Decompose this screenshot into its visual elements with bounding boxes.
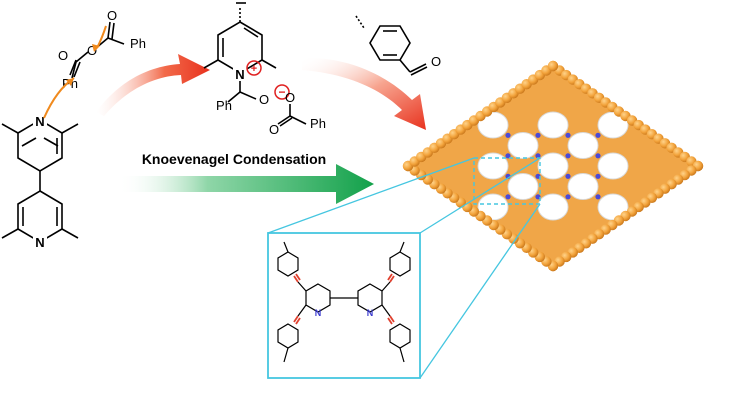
vinylene-linkages bbox=[293, 273, 395, 325]
n-pyridinium-mask bbox=[233, 67, 247, 81]
reaction-label: Knoevenagel Condensation bbox=[142, 151, 326, 167]
electron-push-arrowhead-n bbox=[66, 78, 74, 86]
electron-push-arrow-o bbox=[97, 25, 107, 47]
inset-nitrogen-left: N bbox=[315, 308, 322, 318]
framework-nitrogen bbox=[565, 173, 571, 179]
callout-line-2 bbox=[419, 157, 541, 234]
framework-nitrogen bbox=[505, 194, 511, 200]
phenyl-label-benzoate: Ph bbox=[310, 116, 326, 131]
framework-nitrogen bbox=[535, 153, 541, 159]
framework-pore bbox=[537, 111, 569, 139]
aldehyde-linker bbox=[355, 15, 428, 76]
positive-charge-sign: + bbox=[251, 63, 257, 75]
pyridinium-intermediate bbox=[203, 8, 277, 103]
framework-pore bbox=[537, 193, 569, 221]
electron-push-arrowhead-o bbox=[92, 44, 100, 52]
oxygen-label-aldehyde: O bbox=[431, 54, 441, 69]
oxygen-label-benzoate-2: O bbox=[269, 122, 279, 137]
inset-nitrogen-right: N bbox=[367, 308, 374, 318]
benzoate-anion bbox=[277, 104, 307, 127]
oxygen-label-acyl: O bbox=[259, 92, 269, 107]
callout-line-3 bbox=[419, 203, 541, 379]
framework-nitrogen bbox=[565, 153, 571, 159]
framework-nitrogen bbox=[505, 132, 511, 138]
framework-nitrogen bbox=[595, 132, 601, 138]
framework-nitrogen bbox=[535, 132, 541, 138]
framework-nitrogen bbox=[595, 153, 601, 159]
negative-charge-circle bbox=[274, 84, 290, 100]
framework-pore bbox=[507, 132, 539, 159]
knoevenagel-arrow bbox=[118, 164, 374, 204]
phenyl-label-top: Ph bbox=[130, 36, 146, 51]
framework-pore bbox=[477, 152, 509, 180]
red-reaction-arrow bbox=[96, 54, 210, 116]
red-curved-arrow-large bbox=[302, 57, 426, 130]
framework-nitrogen bbox=[565, 132, 571, 138]
nitrogen-label-pyridinium: N bbox=[235, 67, 244, 82]
oxygen-label-carbonyl-right: O bbox=[107, 8, 117, 23]
repeat-unit-structure bbox=[277, 241, 411, 363]
nitrogen-label-top: N bbox=[35, 114, 44, 129]
framework-nitrogen bbox=[595, 194, 601, 200]
framework-pore bbox=[537, 152, 569, 180]
n-bottom-mask bbox=[33, 235, 47, 249]
framework-pore bbox=[567, 132, 599, 159]
framework-nitrogen bbox=[565, 194, 571, 200]
repeat-unit-inset bbox=[267, 232, 421, 379]
oxygen-label-bridging: O bbox=[87, 43, 97, 58]
cof-framework bbox=[402, 60, 704, 272]
framework-nitrogen bbox=[595, 173, 601, 179]
phenyl-label-acyl: Ph bbox=[216, 98, 232, 113]
oxygen-label-benzoate: O bbox=[285, 90, 295, 105]
nitrogen-label-bottom: N bbox=[35, 235, 44, 250]
bipyridine-molecule bbox=[1, 119, 79, 243]
framework-pore bbox=[567, 173, 599, 200]
framework-pore bbox=[597, 152, 629, 180]
negative-charge-sign: − bbox=[278, 85, 285, 99]
positive-charge-circle bbox=[246, 60, 262, 76]
framework-atom bbox=[547, 60, 559, 72]
callout-line-1 bbox=[267, 157, 475, 234]
framework-nitrogen bbox=[505, 153, 511, 159]
oxygen-label-carbonyl-left: O bbox=[58, 48, 68, 63]
framework-pore bbox=[507, 173, 539, 200]
